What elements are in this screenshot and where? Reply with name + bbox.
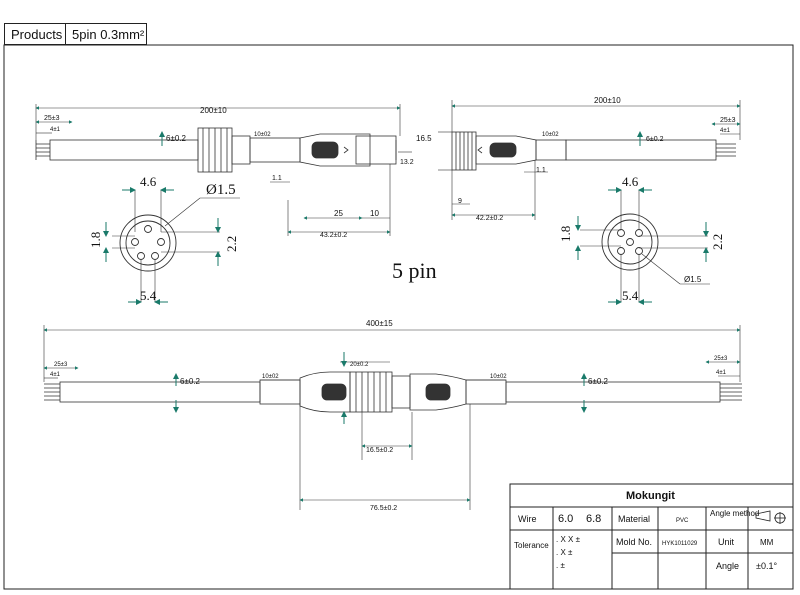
b-dia-r: 6±0.2 — [588, 377, 609, 386]
b-tinned-l: 4±1 — [50, 372, 61, 378]
tb-wire-label: Wire — [518, 514, 537, 524]
tr-strip-dim: 25±3 — [720, 117, 736, 124]
tb-tol1: . X X ± — [556, 535, 581, 544]
projection-symbol-icon — [755, 510, 786, 524]
tr-gap-dim: 1.1 — [536, 167, 546, 174]
tl-dim25: 25 — [334, 209, 343, 218]
tb-unit-val: MM — [760, 538, 774, 547]
tb-wire-v1: 6.0 — [558, 513, 573, 525]
tl-strip-dim: 25±3 — [44, 115, 60, 122]
tl-nut-dim: 10±02 — [254, 132, 271, 138]
pin-count-label: 5 pin — [392, 258, 437, 283]
tb-wire-v2: 6.8 — [586, 513, 601, 525]
tb-company: Mokungit — [626, 490, 675, 502]
rp-d2: 1.8 — [558, 226, 573, 242]
tb-mold-label: Mold No. — [616, 537, 652, 547]
left-pin-face — [119, 214, 177, 272]
tb-angle-method-label: Angle method — [710, 509, 759, 518]
drawing-border — [3, 44, 794, 590]
b-overall-dim: 400±15 — [366, 319, 393, 328]
tl-dim10: 10 — [370, 209, 379, 218]
tb-unit-label: Unit — [718, 537, 735, 547]
b-dia-l: 6±0.2 — [180, 377, 201, 386]
lp-d3: 2.2 — [224, 236, 239, 252]
tb-tol3: . ± — [556, 561, 565, 570]
tl-tinned-dim: 4±1 — [50, 127, 61, 133]
tl-dia-dim: 6±0.2 — [166, 134, 187, 143]
top-right-connector — [451, 131, 736, 171]
b-top-dia: 20±0.2 — [350, 362, 369, 368]
b-nut-l: 10±02 — [262, 374, 279, 380]
tr-dim9: 9 — [458, 198, 462, 205]
b-nut-r: 10±02 — [490, 374, 507, 380]
tl-overall-dim: 200±10 — [200, 106, 227, 115]
tr-overall-dim: 200±10 — [594, 96, 621, 105]
tr-nut-dim: 10±02 — [542, 132, 559, 138]
rp-hole: Ø1.5 — [684, 275, 702, 284]
title-block — [509, 483, 794, 590]
tb-tol2: . X ± — [556, 548, 573, 557]
tb-mold-val: HYK1011029 — [662, 541, 698, 547]
tb-material-val: PVC — [676, 518, 689, 524]
lp-d1: 4.6 — [140, 174, 157, 189]
rp-d4: 5.4 — [622, 288, 639, 303]
lp-d2: 1.8 — [88, 232, 103, 248]
lp-hole: Ø1.5 — [206, 182, 236, 198]
tb-material-label: Material — [618, 514, 650, 524]
rp-d3: 2.2 — [710, 234, 725, 250]
tl-height-dim: 13.2 — [400, 159, 414, 166]
b-strip-l: 25±3 — [54, 362, 68, 368]
b-mid-dim: 16.5±0.2 — [366, 447, 393, 454]
bottom-assembly — [44, 371, 742, 413]
tl-gap-dim: 1.1 — [272, 175, 282, 182]
tb-tolerance-label: Tolerance — [514, 541, 549, 550]
tr-total-dim: 42.2±0.2 — [476, 215, 503, 222]
tl-total-dim: 43.2±0.2 — [320, 232, 347, 239]
b-strip-r: 25±3 — [714, 356, 728, 362]
right-pin-face — [601, 213, 659, 271]
tb-angle-label: Angle — [716, 561, 739, 571]
top-left-connector — [35, 127, 397, 173]
rp-d1: 4.6 — [622, 174, 639, 189]
tb-angle-val: ±0.1° — [756, 561, 777, 571]
lp-d4: 5.4 — [140, 288, 157, 303]
tr-tinned-dim: 4±1 — [720, 128, 731, 134]
tr-height-dim: 16.5 — [416, 134, 432, 143]
b-total-dim: 76.5±0.2 — [370, 505, 397, 512]
b-tinned-r: 4±1 — [716, 370, 727, 376]
tr-dia-dim: 6±0.2 — [646, 136, 664, 143]
